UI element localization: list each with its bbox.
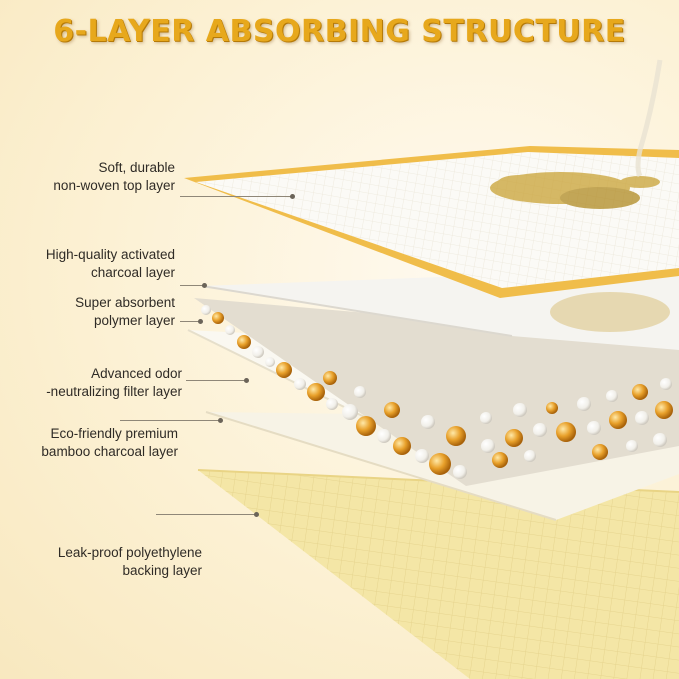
pour-stream — [635, 59, 663, 178]
label-line: Leak-proof polyethylene — [57, 545, 202, 560]
label-line: Advanced odor — [91, 366, 182, 381]
page-title: 6-LAYER ABSORBING STRUCTURE — [53, 14, 626, 49]
leader-dot — [218, 418, 223, 423]
layer-label-top: Soft, durable non-woven top layer — [0, 159, 175, 195]
layer-label-charcoal: High-quality activated charcoal layer — [0, 246, 175, 282]
label-line: High-quality activated — [45, 247, 175, 262]
leader-dot — [290, 194, 295, 199]
label-line: charcoal layer — [90, 265, 175, 280]
leader-line — [180, 196, 292, 197]
polymer-bead-layer — [194, 298, 679, 486]
top-layer — [184, 59, 679, 332]
label-line: backing layer — [122, 563, 202, 578]
leader-line — [180, 285, 204, 286]
leader-dot — [254, 512, 259, 517]
beads — [201, 305, 673, 479]
layer-label-polymer: Super absorbent polymer layer — [0, 294, 175, 330]
label-line: bamboo charcoal layer — [41, 444, 178, 459]
leader-dot — [198, 319, 203, 324]
label-line: Soft, durable — [98, 160, 175, 175]
label-line: Super absorbent — [75, 295, 175, 310]
label-line: -neutralizing filter layer — [46, 384, 182, 399]
leader-dot — [202, 283, 207, 288]
leader-dot — [244, 378, 249, 383]
layer-label-bamboo: Eco-friendly premium bamboo charcoal lay… — [0, 425, 178, 461]
absorbed-liquid — [490, 172, 670, 332]
leader-line — [156, 514, 256, 515]
label-line: non-woven top layer — [53, 178, 175, 193]
label-line: polymer layer — [93, 313, 175, 328]
leader-line — [186, 380, 246, 381]
layer-label-backing: Leak-proof polyethylene backing layer — [2, 544, 202, 580]
layer-label-filter: Advanced odor -neutralizing filter layer — [0, 365, 182, 401]
leader-line — [180, 321, 200, 322]
label-line: Eco-friendly premium — [50, 426, 178, 441]
backing-layer — [197, 469, 679, 679]
leader-line — [120, 420, 220, 421]
